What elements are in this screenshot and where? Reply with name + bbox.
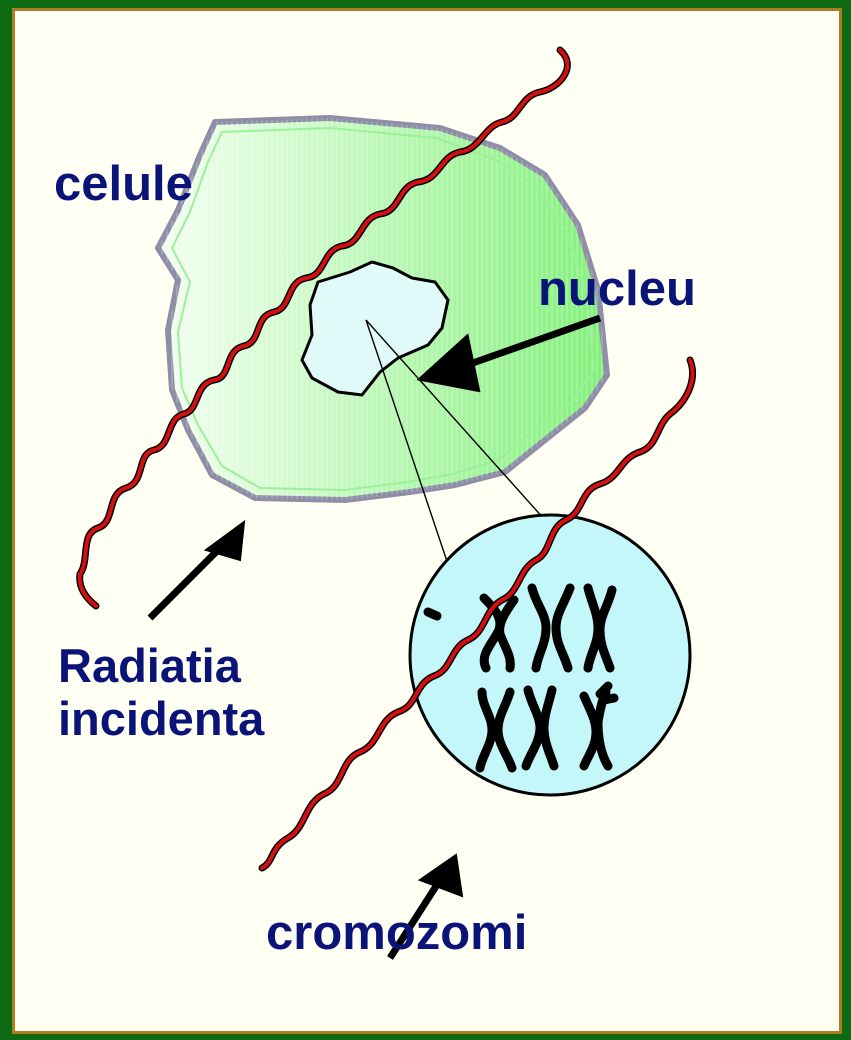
chromosome-fragment-icon	[428, 612, 437, 616]
radiation-arrow	[150, 522, 244, 618]
incident-radiation-label-line2: incidenta	[58, 693, 264, 746]
nucleus-label: nucleu	[538, 262, 696, 317]
incident-radiation-label-line1: Radiatia	[58, 640, 264, 693]
chromosomes-label: cromozomi	[266, 906, 527, 961]
incident-radiation-label: Radiatia incidenta	[58, 640, 264, 745]
cell-label: celule	[54, 157, 193, 212]
